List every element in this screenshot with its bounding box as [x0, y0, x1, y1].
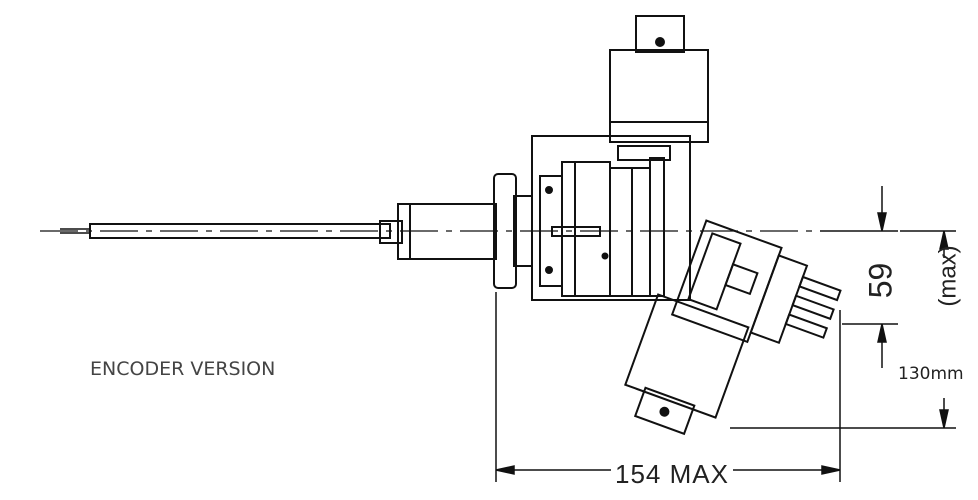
dimension-154: [495, 292, 841, 482]
collar: [397, 203, 497, 260]
main-body: [531, 135, 691, 301]
offset-dimension-label: 59: [862, 262, 899, 299]
dimension-59: [820, 186, 898, 368]
height-dimension-label: 130mm: [898, 364, 964, 384]
encoder-assembly: [624, 219, 842, 436]
offset-max-note: (max): [934, 245, 962, 307]
top-motor: [609, 15, 709, 143]
dimension-130: [730, 230, 956, 429]
encoder-version-label: ENCODER VERSION: [90, 358, 276, 380]
shaft: [60, 220, 403, 244]
width-dimension-label: 154 MAX: [611, 459, 733, 490]
